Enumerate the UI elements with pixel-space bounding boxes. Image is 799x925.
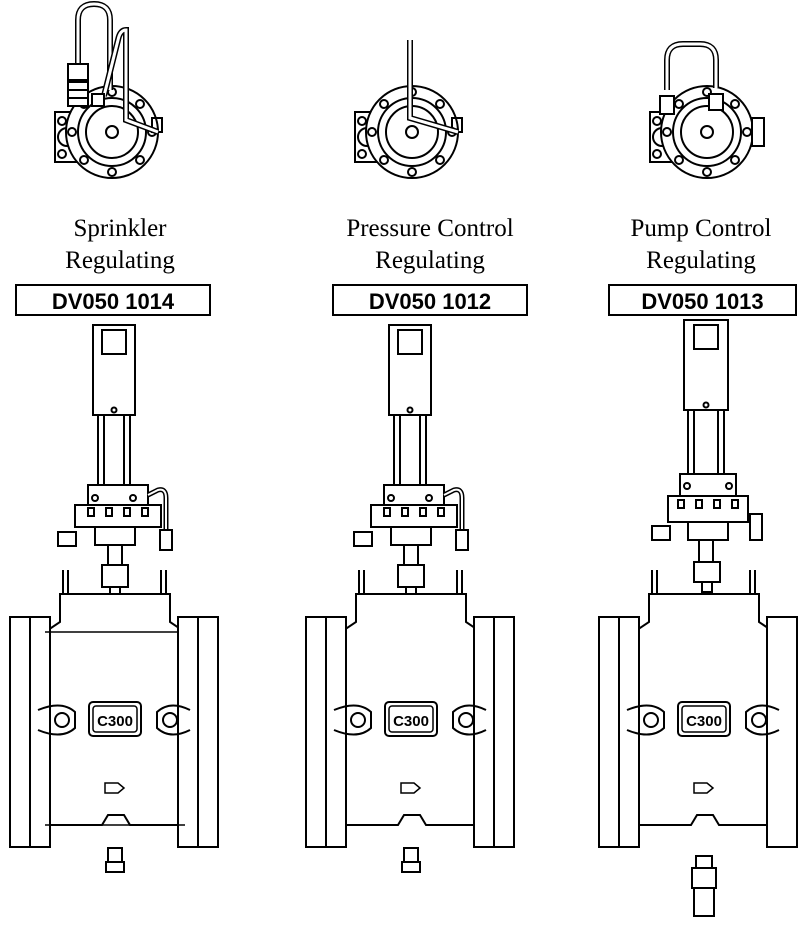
valve-1-title-line2: Regulating: [65, 247, 175, 274]
valve-1-body: [9, 570, 219, 873]
valve-3-title-line1: Pump Control: [630, 215, 772, 242]
valve-2-top-view: [354, 40, 463, 179]
valve-3-title-line2: Regulating: [646, 247, 756, 274]
valve-1-actuator: [57, 324, 173, 598]
valve-3-body: [598, 570, 798, 917]
valve-3-actuator: [651, 319, 763, 593]
valve-1-top-view: [54, 0, 163, 179]
valve-2-body-label: C300: [384, 701, 438, 737]
valve-1-title-line1: Sprinkler: [73, 215, 167, 242]
valve-2-actuator: [353, 324, 469, 598]
valve-3-body-label: C300: [677, 701, 731, 737]
svg-text:C300: C300: [393, 713, 429, 730]
valve-3-part-number: DV050 1013: [608, 284, 797, 316]
svg-text:C300: C300: [97, 713, 133, 730]
svg-text:C300: C300: [686, 713, 722, 730]
valve-1-part-number: DV050 1014: [15, 284, 211, 316]
valve-2-title-line2: Regulating: [375, 247, 485, 274]
valve-2-part-number: DV050 1012: [332, 284, 528, 316]
valve-2-title-line1: Pressure Control: [346, 215, 514, 242]
valve-3-top-view: [649, 41, 765, 179]
valve-1-body-label: C300: [88, 701, 142, 737]
